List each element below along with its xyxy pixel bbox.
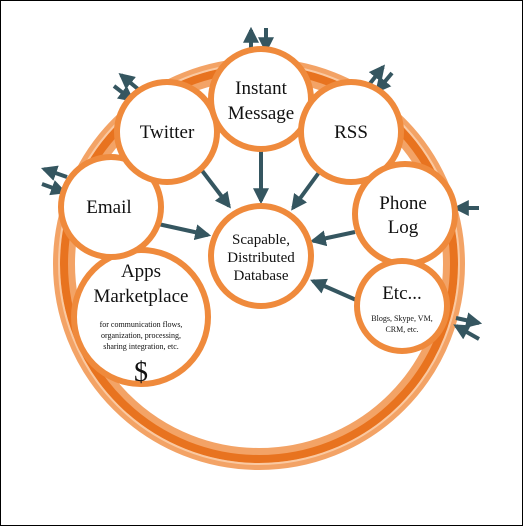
apps-sub-label-2: organization, processing, [101,331,181,340]
node-email [58,154,164,260]
etc-sub-label-1: Blogs, Skype, VM, [371,314,432,323]
node-instant-message [208,46,314,152]
database-label-3: Database [234,268,289,284]
email-label: Email [86,197,131,218]
arrow-rss-to-db [291,165,325,211]
phone-log-label-2: Log [388,217,419,238]
node-etc [354,258,450,354]
rss-label: RSS [334,122,368,143]
dollar-icon: $ [134,357,148,388]
etc-sub-label-2: CRM, etc. [385,325,418,334]
instant-message-label-2: Message [228,103,294,124]
node-database [208,203,314,309]
ext-arrow-email-in [40,165,68,181]
ext-arrow-etc-in [453,324,480,341]
ext-arrow-etc-out [455,312,483,329]
node-twitter [114,79,220,185]
ext-arrow-twitter-in [118,72,140,91]
node-labels: Instant Message Twitter RSS Email Phone … [86,78,432,388]
database-label-1: Scapable, [232,232,290,248]
node-rss [298,79,404,185]
apps-sub-label-3: sharing integration, etc. [103,342,179,351]
apps-label-2: Marketplace [94,286,189,307]
phone-log-label-1: Phone [379,193,427,214]
etc-label: Etc... [382,283,422,304]
database-label-2: Distributed [227,250,295,266]
twitter-label: Twitter [140,122,195,143]
node-circles [58,46,458,387]
apps-sub-label-1: for communication flows, [100,320,183,329]
node-phone-log [352,161,458,267]
apps-label-1: Apps [121,261,161,282]
instant-message-label-1: Instant [235,78,287,99]
ext-arrow-email-out [41,180,68,196]
arrow-phone-log-to-db [309,230,356,247]
